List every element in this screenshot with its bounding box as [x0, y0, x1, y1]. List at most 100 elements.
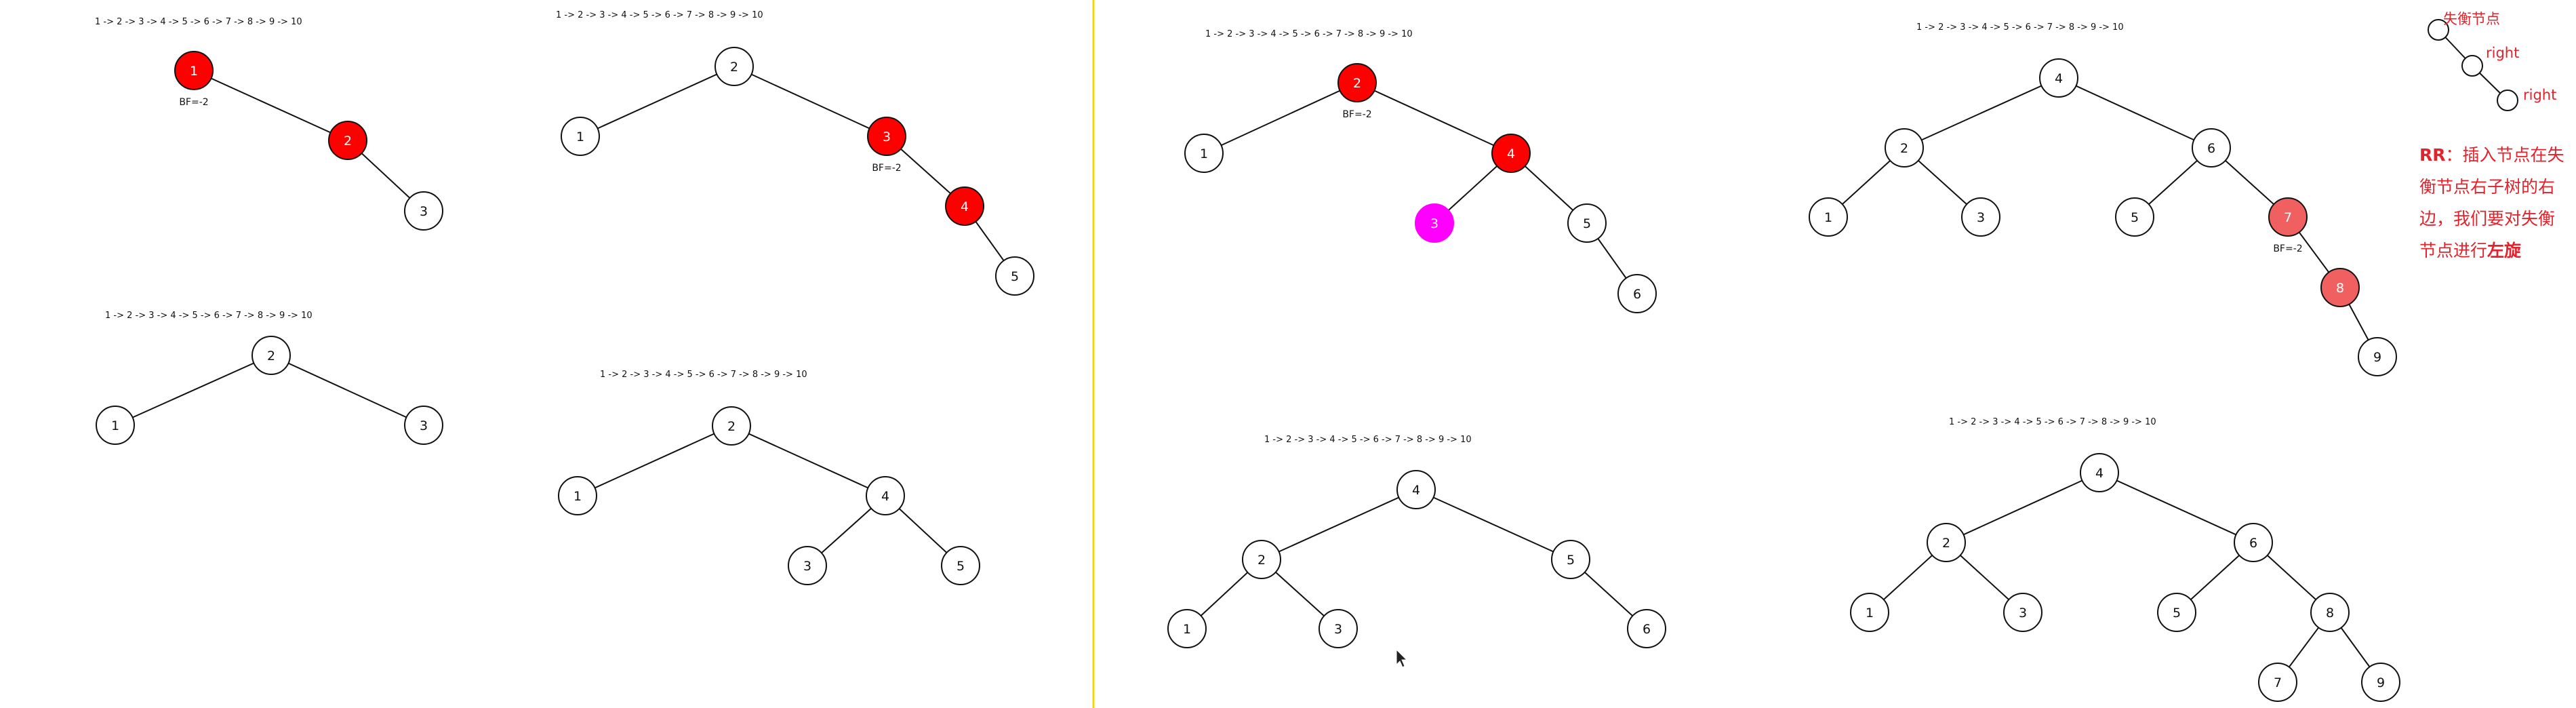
tree-node-label: 1	[1866, 606, 1874, 621]
tree-7-node-6: 6	[2192, 128, 2231, 168]
tree-node-circle	[1396, 470, 1436, 509]
tree-node-circle	[2192, 128, 2231, 168]
tree-5-node-5: 5	[1567, 203, 1607, 243]
tree-6-node-5: 5	[1551, 540, 1590, 579]
tree-8-node-3: 3	[2003, 593, 2042, 632]
tree-1-node-3: 3	[404, 191, 443, 231]
tree-4-edge	[577, 425, 732, 496]
tree-node-circle	[1491, 134, 1531, 173]
tree-node-circle	[1184, 134, 1224, 173]
tree-8-node-8: 8	[2310, 593, 2350, 632]
tree-node-circle	[2258, 663, 2297, 702]
tree-6-node-1: 1	[1167, 609, 1207, 648]
tree-node-circle	[1337, 63, 1377, 102]
tree-4-node-4: 4	[866, 476, 905, 515]
tree-7-node-4: 4	[2039, 58, 2078, 98]
tree-node-label: 5	[1567, 553, 1575, 568]
tree-5-sequence-label: 1 -> 2 -> 3 -> 4 -> 5 -> 6 -> 7 -> 8 -> …	[1205, 29, 1413, 39]
tree-node-label: 3	[1430, 216, 1438, 231]
tree-node-label: 7	[2274, 675, 2282, 690]
tree-4-node-1: 1	[558, 476, 597, 515]
tree-node-label: 1	[111, 418, 119, 433]
tree-node-circle	[2310, 593, 2350, 632]
tree-node-circle	[945, 186, 984, 226]
tree-node-label: 4	[1412, 483, 1420, 498]
tree-7-node-2: 2	[1885, 128, 1924, 168]
tree-node-label: 1	[190, 64, 198, 79]
tree-node-circle	[941, 546, 980, 585]
tree-node-circle	[2361, 663, 2400, 702]
tree-node-label: 3	[1977, 210, 1985, 225]
legend-right-label-2: right	[2523, 87, 2557, 103]
tree-node-circle	[866, 476, 905, 515]
tree-4-node-2: 2	[712, 406, 751, 446]
tree-3-sequence-label: 1 -> 2 -> 3 -> 4 -> 5 -> 6 -> 7 -> 8 -> …	[556, 10, 763, 20]
tree-node-circle	[2080, 453, 2119, 492]
legend-right-label-1: right	[2486, 45, 2520, 61]
tree-8-node-2: 2	[1927, 523, 1966, 562]
tree-node-circle	[1809, 197, 1848, 237]
tree-node-label: 3	[883, 130, 891, 144]
tree-8-node-5: 5	[2157, 593, 2196, 632]
tree-node-circle	[1927, 523, 1966, 562]
tree-node-circle	[561, 117, 600, 156]
tree-node-label: 6	[2207, 141, 2215, 156]
tree-3-edge	[733, 66, 887, 137]
balance-factor-label: BF=-2	[872, 163, 901, 174]
rr-explanation-text: ：插入节点在失衡节点右子树的右边，我们要对失衡节点进行	[2419, 145, 2564, 260]
tree-node-label: 6	[2249, 536, 2257, 551]
tree-node-circle	[2039, 58, 2078, 98]
tree-node-circle	[867, 117, 906, 156]
tree-node-label: 8	[2326, 606, 2334, 621]
tree-node-circle	[174, 51, 214, 90]
balance-factor-label: BF=-2	[179, 97, 208, 108]
tree-node-circle	[1961, 197, 2000, 237]
tree-6-node-2: 2	[1242, 540, 1281, 579]
tree-8-edge	[2099, 472, 2254, 543]
tree-8-edge	[1946, 472, 2100, 543]
tree-node-label: 1	[1183, 622, 1191, 637]
tree-5-edge	[1203, 82, 1358, 154]
rr-case-name: RR	[2419, 145, 2446, 165]
tree-node-circle	[995, 256, 1034, 296]
tree-node-label: 4	[881, 489, 889, 504]
tree-node-circle	[2320, 268, 2360, 307]
tree-6-sequence-label: 1 -> 2 -> 3 -> 4 -> 5 -> 6 -> 7 -> 8 -> …	[1264, 435, 1472, 445]
tree-node-label: 9	[2377, 675, 2385, 690]
tree-7-node-5: 5	[2115, 197, 2154, 237]
tree-node-circle	[328, 121, 367, 160]
tree-node-label: 3	[2019, 606, 2027, 621]
tree-3-edge	[580, 66, 735, 137]
tree-node-label: 3	[1334, 622, 1342, 637]
tree-4-node-5: 5	[941, 546, 980, 585]
tree-8-node-9: 9	[2361, 663, 2400, 702]
tree-8-sequence-label: 1 -> 2 -> 3 -> 4 -> 5 -> 6 -> 7 -> 8 -> …	[1949, 417, 2156, 427]
tree-node-label: 3	[420, 418, 428, 433]
legend-node	[2428, 19, 2449, 41]
tree-node-circle	[1242, 540, 1281, 579]
tree-node-label: 5	[2173, 606, 2181, 621]
tree-2-node-2: 2	[251, 336, 291, 375]
tree-7-node-7: 7BF=-2	[2268, 197, 2308, 254]
tree-node-circle	[1551, 540, 1590, 579]
tree-4-edge	[731, 425, 886, 496]
tree-6-node-3: 3	[1319, 609, 1358, 648]
tree-5-node-3: 3	[1415, 203, 1454, 243]
tree-node-circle	[1567, 203, 1607, 243]
tree-node-label: 4	[2095, 466, 2104, 481]
tree-node-circle	[788, 546, 827, 585]
balance-factor-label: BF=-2	[2273, 243, 2302, 254]
tree-5-node-4: 4	[1491, 134, 1531, 173]
tree-node-circle	[1167, 609, 1207, 648]
tree-node-circle	[712, 406, 751, 446]
tree-node-label: 4	[961, 199, 969, 214]
tree-2-node-1: 1	[96, 406, 135, 445]
tree-node-circle	[251, 336, 291, 375]
tree-node-circle	[1885, 128, 1924, 168]
tree-node-label: 3	[420, 204, 428, 219]
tree-node-label: 6	[1633, 287, 1641, 302]
tree-node-label: 4	[1507, 146, 1515, 161]
tree-7-sequence-label: 1 -> 2 -> 3 -> 4 -> 5 -> 6 -> 7 -> 8 -> …	[1916, 22, 2124, 33]
